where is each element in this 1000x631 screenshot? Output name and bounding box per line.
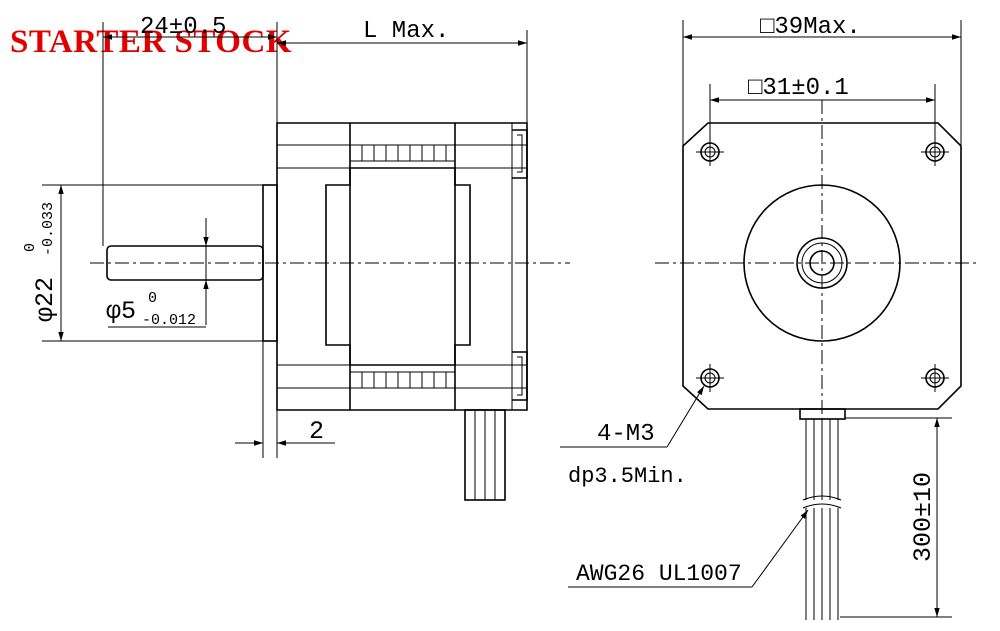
leader-mount-holes — [666, 385, 705, 448]
front-lead-wires — [799, 408, 846, 620]
wire-spec-label: AWG26 UL1007 — [576, 561, 742, 587]
hole-depth-label: dp3.5Min. — [568, 464, 687, 489]
dim-body-length-label: L Max. — [363, 18, 449, 45]
rear-connector-bottom-inner — [517, 356, 523, 396]
flange-dia-tol-lower: -0.033 — [40, 202, 57, 256]
mount-hole-bl — [696, 364, 724, 392]
shaft-dia-main: φ5 — [106, 297, 136, 326]
side-view: 24±0.5 L Max. φ22 0 -0.033 φ5 0 -0.012 2 — [22, 14, 570, 501]
shaft-end — [809, 250, 835, 276]
motor-body — [276, 122, 528, 411]
shaft-dia-tol-lower: -0.012 — [142, 312, 196, 329]
flange-dia-tol-upper: 0 — [22, 243, 39, 252]
dim-shaft-length-label: 24±0.5 — [140, 14, 226, 41]
shaft-bearing-outer — [796, 237, 848, 289]
dim-flange-thickness-label: 2 — [309, 417, 324, 446]
front-view: □39Max. □31±0.1 4-M3 dp3.5Min. AWG26 UL1… — [560, 14, 980, 620]
mount-holes-label: 4-M3 — [597, 421, 655, 448]
rear-connector-top-inner — [517, 134, 523, 173]
flange-dia-main: φ22 — [31, 277, 60, 322]
brand-watermark: STARTER STOCK — [10, 24, 292, 60]
rear-connector-bottom — [512, 351, 528, 401]
rear-connector-top — [512, 129, 528, 179]
pilot-boss — [743, 184, 901, 342]
mount-hole-tl — [696, 138, 724, 166]
dim-lead-length-label: 300±10 — [909, 472, 938, 562]
shaft-dia-tol-upper: 0 — [148, 290, 157, 307]
dim-flange-diameter-label: φ22 0 -0.033 — [22, 202, 60, 322]
dim-hole-pitch-label: □31±0.1 — [748, 75, 849, 102]
stator-profile — [325, 167, 471, 366]
dim-outer-size-label: □39Max. — [760, 14, 861, 41]
mount-hole-tr — [921, 138, 949, 166]
winding-teeth-top — [349, 144, 456, 162]
mount-hole-br — [921, 364, 949, 392]
shaft-bearing-inner — [801, 242, 843, 284]
side-lead-wires — [464, 409, 506, 501]
leader-wire — [751, 509, 809, 588]
winding-teeth-bottom — [349, 371, 456, 389]
front-body-outline — [682, 122, 962, 410]
